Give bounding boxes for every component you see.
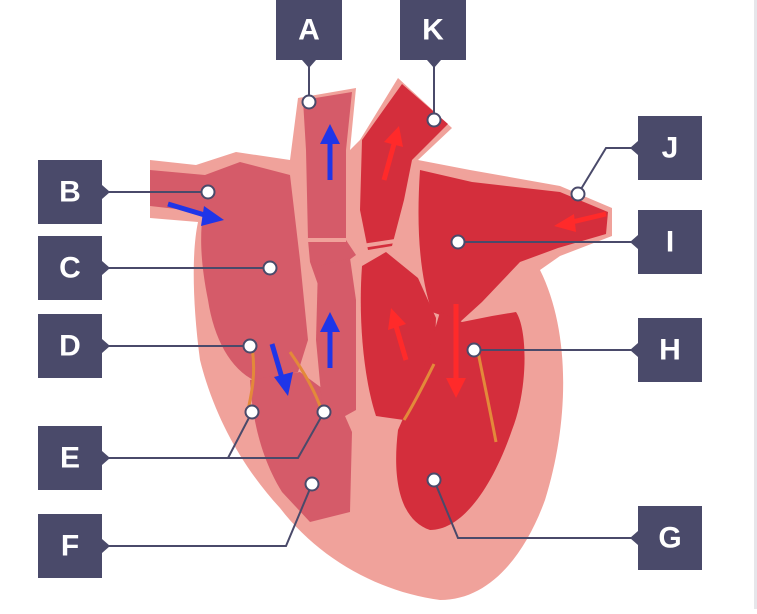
pin-dot-i <box>450 234 466 250</box>
label-tag-f: F <box>38 514 110 578</box>
pin-dot-j <box>570 186 586 202</box>
label-b-text: B <box>59 176 81 209</box>
mitral-valve-left-cusp <box>402 363 436 421</box>
label-tag-i: I <box>630 210 702 274</box>
label-j-text: J <box>662 132 679 165</box>
deoxygenated-flow-arrows <box>167 124 340 396</box>
arrow-aorta-up <box>381 126 403 181</box>
pin-dots <box>200 94 586 492</box>
aortic-valve-line <box>361 238 403 248</box>
label-f-text: F <box>61 530 79 563</box>
label-tag-c: C <box>38 236 110 300</box>
leader-line-j <box>577 147 638 195</box>
pulmonary-trunk-vessel <box>316 258 356 420</box>
leader-lines <box>102 62 638 547</box>
heart-illustration <box>150 78 612 600</box>
mitral-valve-right-cusp <box>476 351 498 443</box>
pin-dot-h <box>466 342 482 358</box>
label-g-text: G <box>658 522 681 555</box>
leader-line-e-branch <box>228 411 325 459</box>
arrow-outflow-up <box>388 308 409 361</box>
label-tags: A K B C D E F <box>38 0 702 578</box>
oxygenated-flow-arrows <box>381 126 607 398</box>
label-tag-k: K <box>400 0 466 68</box>
leader-line-g <box>433 479 638 539</box>
label-c-text: C <box>59 252 81 285</box>
label-tag-a: A <box>276 0 342 68</box>
label-tag-e: E <box>38 426 110 490</box>
left-atrium-chamber <box>418 170 608 322</box>
pin-dot-g <box>426 472 442 488</box>
arrow-vena-cava-in <box>167 201 224 226</box>
label-k-text: K <box>422 14 444 47</box>
pin-dot-e-right <box>316 404 332 420</box>
label-i-text: I <box>666 226 674 259</box>
arrow-pulmonary-vein-in <box>554 211 607 232</box>
label-d-text: D <box>59 330 81 363</box>
pin-dot-c <box>262 260 278 276</box>
label-h-text: H <box>659 334 681 367</box>
arrow-right-atrium-down <box>269 343 293 396</box>
pin-dot-k <box>426 112 442 128</box>
arrow-left-ventricle-down <box>446 304 466 398</box>
label-e-text: E <box>60 442 80 475</box>
pin-dot-b <box>200 184 216 200</box>
pin-dot-d <box>242 338 258 354</box>
label-tag-d: D <box>38 314 110 378</box>
pin-dot-a <box>301 94 317 110</box>
right-atrium-chamber <box>150 162 308 382</box>
arrow-right-ventricle-up <box>320 312 340 368</box>
pulmonary-artery-vessel <box>303 92 356 296</box>
arrow-pulmonary-artery-up <box>320 124 340 180</box>
leader-line-f <box>102 483 313 547</box>
pin-dot-f <box>304 476 320 492</box>
aorta-vessel <box>360 84 448 250</box>
right-border <box>754 0 757 609</box>
pin-dot-e-left <box>244 404 260 420</box>
label-tag-b: B <box>38 160 110 224</box>
label-tag-g: G <box>630 506 702 570</box>
label-tag-h: H <box>630 318 702 382</box>
label-a-text: A <box>298 14 320 47</box>
label-tag-j: J <box>630 116 702 180</box>
